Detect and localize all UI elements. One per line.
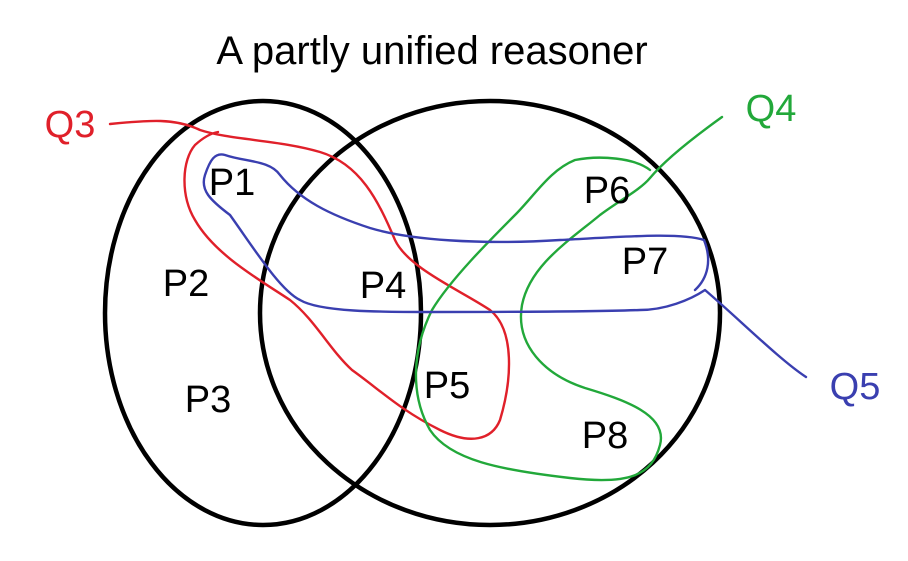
q3-curve xyxy=(108,119,511,440)
query-label-q5: Q5 xyxy=(830,366,881,408)
region-label-p1: P1 xyxy=(209,162,255,204)
query-label-q4: Q4 xyxy=(746,88,797,130)
region-label-p5: P5 xyxy=(424,365,470,407)
diagram-title: A partly unified reasoner xyxy=(216,29,647,73)
query-label-q3: Q3 xyxy=(45,104,96,146)
region-label-p6: P6 xyxy=(584,170,630,212)
region-label-p2: P2 xyxy=(163,263,209,305)
right-circle xyxy=(257,98,723,528)
region-label-p8: P8 xyxy=(582,415,628,457)
region-label-p7: P7 xyxy=(622,241,668,283)
region-label-p4: P4 xyxy=(360,265,406,307)
region-label-p3: P3 xyxy=(185,379,231,421)
q4-curve xyxy=(414,115,724,482)
q5-curve xyxy=(202,153,808,379)
